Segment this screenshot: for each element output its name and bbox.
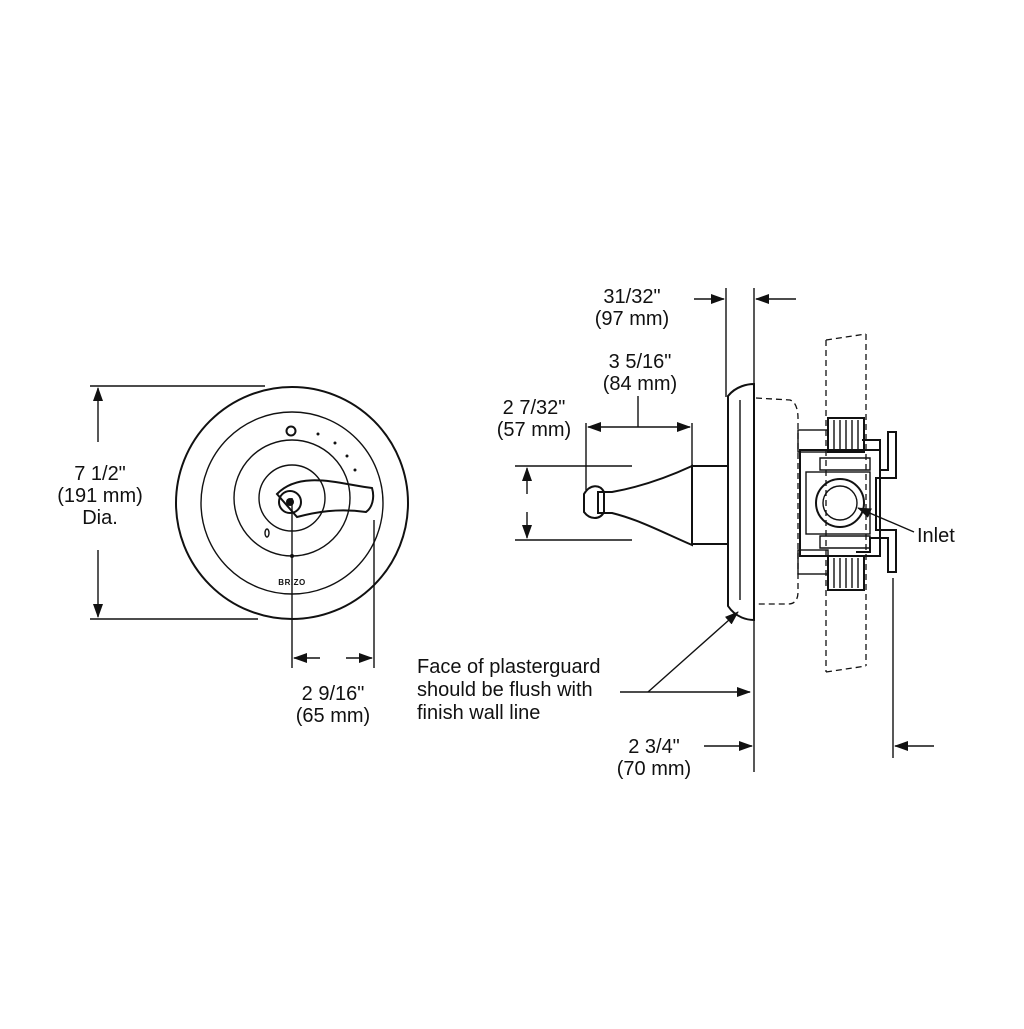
inlet-label: Inlet xyxy=(917,525,955,547)
trim-plate-profile xyxy=(727,382,755,622)
diameter-dia-label: Dia. xyxy=(82,507,118,529)
handle-height-imperial-label: 2 7/32" xyxy=(502,397,566,419)
handle-tip xyxy=(583,485,605,519)
valve-depth-metric-label: (70 mm) xyxy=(616,758,692,780)
valve-depth-imperial-label: 2 3/4" xyxy=(628,736,680,758)
plasterguard-note-line-3: finish wall line xyxy=(417,702,541,724)
side-view xyxy=(515,288,934,772)
temp-indicator-dot xyxy=(285,425,297,437)
handle-offset-imperial-label: 2 9/16" xyxy=(301,683,365,705)
handle-length-metric-label: (84 mm) xyxy=(602,373,678,395)
plasterguard-outline xyxy=(755,397,799,605)
front-view xyxy=(90,385,409,668)
valve-body xyxy=(797,417,897,591)
mounting-bracket xyxy=(856,431,897,573)
handle-height-metric-label: (57 mm) xyxy=(496,419,572,441)
diameter-imperial-label: 7 1/2" xyxy=(74,463,126,485)
supply-pipe xyxy=(825,333,867,673)
handle-cap xyxy=(278,490,302,514)
handle-offset-metric-label: (65 mm) xyxy=(295,705,371,727)
trim-depth-metric-label: (97 mm) xyxy=(594,308,670,330)
front-handle xyxy=(275,479,375,519)
inlet-port-outer xyxy=(815,478,865,528)
diameter-metric-label: (191 mm) xyxy=(57,485,143,507)
handle-length-imperial-label: 3 5/16" xyxy=(608,351,672,373)
plasterguard-note-line-1: Face of plasterguard xyxy=(417,656,601,678)
trim-depth-imperial-label: 31/32" xyxy=(603,286,661,308)
inlet-port-inner xyxy=(822,485,858,521)
handle-sleeve xyxy=(691,465,729,545)
brand-logo: BRIZO xyxy=(278,578,306,587)
plasterguard-note-line-2: should be flush with xyxy=(417,679,593,701)
side-handle xyxy=(597,464,693,547)
